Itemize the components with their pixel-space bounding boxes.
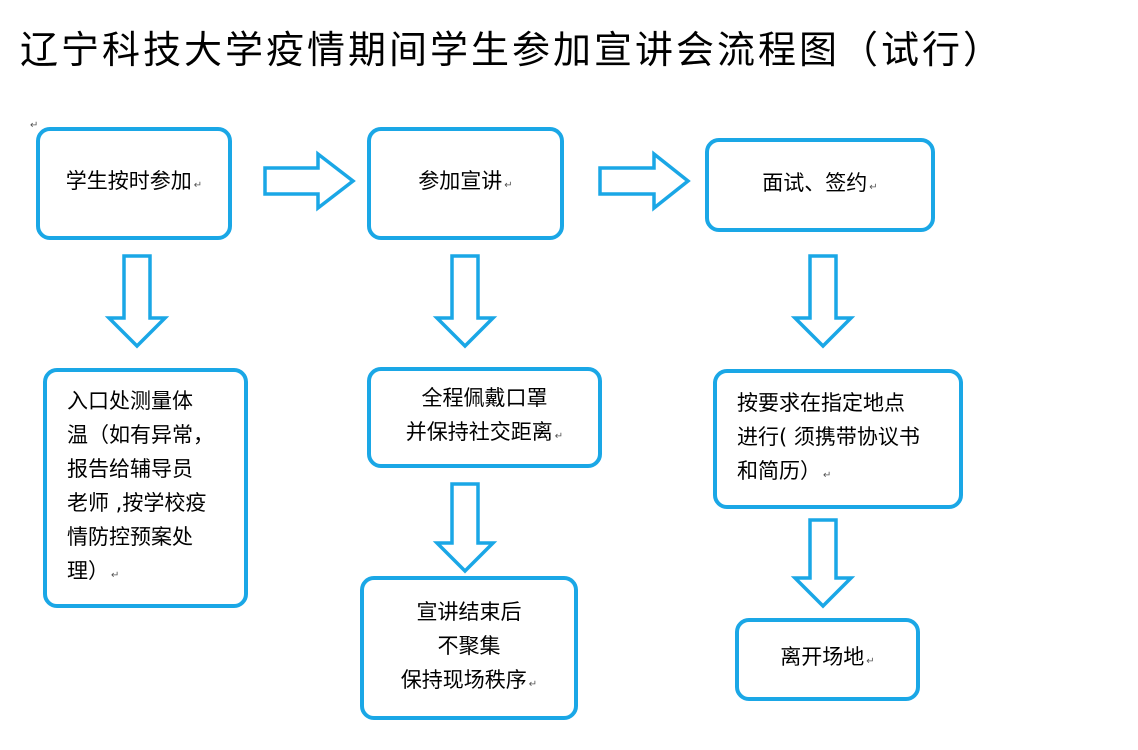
step-text: 离开场地↵ xyxy=(780,640,874,679)
arrow-right-2 xyxy=(598,150,691,212)
step-text-line: 学生按时参加↵ xyxy=(66,164,202,203)
step-text-content: 按要求在指定地点 xyxy=(737,390,905,415)
step-text-content: 不聚集 xyxy=(437,633,501,658)
step-wear-mask: 全程佩戴口罩并保持社交距离↵ xyxy=(367,367,602,468)
step-text-content: 面试、签约 xyxy=(762,170,868,195)
step-text-line: 理）↵ xyxy=(67,554,214,593)
page-title: 辽宁科技大学疫情期间学生参加宣讲会流程图（试行） xyxy=(20,28,1005,72)
step-text-line: 并保持社交距离↵ xyxy=(406,415,563,454)
step-text-content: 参加宣讲 xyxy=(418,169,503,193)
step-text: 全程佩戴口罩并保持社交距离↵ xyxy=(406,381,563,454)
step-text-content: 全程佩戴口罩 xyxy=(421,386,548,410)
step-text-content: 情防控预案处 xyxy=(67,524,193,549)
return-mark: ↵ xyxy=(504,180,513,191)
paragraph-mark: ↵ xyxy=(30,120,39,131)
return-mark: ↵ xyxy=(823,469,832,481)
step-text-content: 入口处测量体 xyxy=(67,388,193,413)
step-text-line: 温（如有异常， xyxy=(67,418,214,452)
step-text-content: 宣讲结束后 xyxy=(416,599,522,624)
step-text: 按要求在指定地点进行( 须携带协议书和简历）↵ xyxy=(737,386,920,493)
step-text-content: 报告给辅导员 xyxy=(67,456,193,481)
step-text: 面试、签约↵ xyxy=(762,166,877,205)
step-text: 参加宣讲↵ xyxy=(418,164,512,203)
step-text-content: 进行( 须携带协议书 xyxy=(737,424,920,449)
arrow-down-3 xyxy=(432,482,498,574)
step-attend-presentation: 参加宣讲↵ xyxy=(367,127,564,240)
step-after-presentation: 宣讲结束后不聚集保持现场秩序↵ xyxy=(360,576,578,720)
arrow-down-2 xyxy=(432,254,498,349)
step-text-line: 不聚集 xyxy=(401,629,537,663)
step-temperature-check: 入口处测量体温（如有异常，报告给辅导员老师 ,按学校疫情防控预案处理）↵ xyxy=(43,368,248,608)
return-mark: ↵ xyxy=(528,678,538,690)
step-text: 学生按时参加↵ xyxy=(66,164,202,203)
step-text-content: 温（如有异常， xyxy=(67,422,214,447)
step-text-line: 宣讲结束后 xyxy=(401,595,537,629)
step-text-content: 保持现场秩序 xyxy=(400,667,527,692)
step-designated-location: 按要求在指定地点进行( 须携带协议书和简历）↵ xyxy=(713,369,963,509)
step-text-line: 情防控预案处 xyxy=(67,520,214,554)
step-text-line: 参加宣讲↵ xyxy=(418,164,512,203)
return-mark: ↵ xyxy=(111,569,120,581)
step-text-line: 按要求在指定地点 xyxy=(737,386,920,420)
return-mark: ↵ xyxy=(866,656,875,667)
return-mark: ↵ xyxy=(869,181,878,193)
arrow-down-1 xyxy=(104,254,170,349)
step-interview-sign: 面试、签约↵ xyxy=(705,138,935,232)
step-text-content: 理） xyxy=(67,558,109,583)
step-text-line: 老师 ,按学校疫 xyxy=(67,486,214,520)
step-text-content: 学生按时参加 xyxy=(65,169,192,193)
step-text-line: 面试、签约↵ xyxy=(762,166,877,205)
arrow-down-4 xyxy=(790,254,856,349)
step-text: 入口处测量体温（如有异常，报告给辅导员老师 ,按学校疫情防控预案处理）↵ xyxy=(67,384,214,593)
step-text-line: 进行( 须携带协议书 xyxy=(737,420,920,454)
step-text-content: 并保持社交距离 xyxy=(405,420,553,444)
step-text-line: 和简历）↵ xyxy=(737,454,920,493)
step-text-line: 全程佩戴口罩 xyxy=(406,381,563,415)
return-mark: ↵ xyxy=(193,180,203,191)
step-text-line: 报告给辅导员 xyxy=(67,452,214,486)
step-text-line: 保持现场秩序↵ xyxy=(401,663,537,702)
step-text: 宣讲结束后不聚集保持现场秩序↵ xyxy=(401,595,537,702)
return-mark: ↵ xyxy=(554,431,564,442)
step-text-line: 入口处测量体 xyxy=(67,384,214,418)
step-attend-on-time: 学生按时参加↵ xyxy=(36,127,232,240)
step-text-content: 老师 ,按学校疫 xyxy=(67,490,207,515)
step-text-content: 离开场地 xyxy=(780,645,865,669)
step-leave-venue: 离开场地↵ xyxy=(735,618,920,701)
arrow-down-5 xyxy=(790,518,856,609)
step-text-line: 离开场地↵ xyxy=(780,640,874,679)
step-text-content: 和简历） xyxy=(737,458,821,483)
arrow-right-1 xyxy=(263,150,356,212)
